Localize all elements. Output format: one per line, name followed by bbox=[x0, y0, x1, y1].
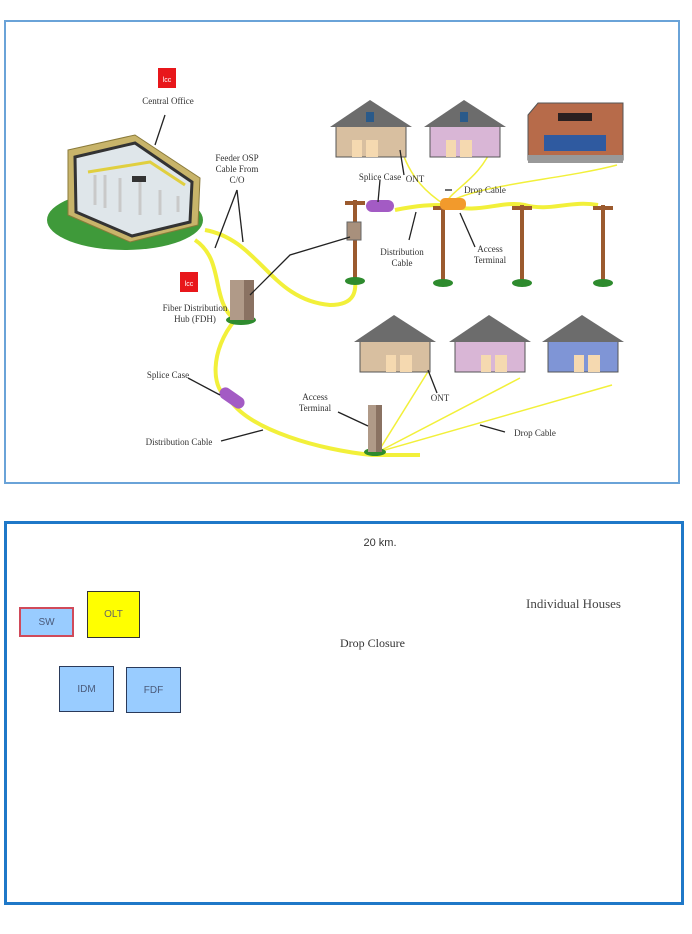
house-blue-lower bbox=[542, 315, 624, 373]
label-access-terminal-upper: Access Terminal bbox=[473, 244, 507, 265]
fiber-distribution-hub bbox=[226, 280, 256, 325]
switch-box: SW bbox=[19, 607, 74, 637]
utility-pole bbox=[433, 205, 453, 287]
pole-terminal-box bbox=[346, 221, 362, 241]
utility-pole bbox=[593, 205, 613, 287]
house-tan-upper bbox=[330, 100, 412, 158]
label-access-terminal-lower: Access Terminal bbox=[298, 392, 332, 413]
callout-arrows bbox=[154, 114, 506, 442]
house-tan-lower bbox=[354, 315, 436, 373]
access-terminal-pedestal bbox=[364, 405, 386, 456]
provider-logo-icon: lcc bbox=[180, 272, 198, 292]
label-feeder-cable: Feeder OSP Cable From C/O bbox=[215, 153, 259, 185]
label-fiber-distribution-hub: Fiber Distribution Hub (FDH) bbox=[162, 303, 228, 324]
distance-label: 20 km. bbox=[363, 537, 397, 549]
svg-text:lcc: lcc bbox=[185, 281, 194, 288]
utility-pole bbox=[345, 200, 365, 285]
ftth-osp-diagram-panel bbox=[4, 20, 680, 484]
pon-network-diagram-panel bbox=[4, 521, 684, 905]
label-distribution-cable-lower: Distribution Cable bbox=[145, 437, 213, 447]
label-ont-upper: ONT bbox=[405, 174, 425, 184]
label-splice-case-lower: Splice Case bbox=[146, 370, 190, 380]
label-ont-lower: ONT bbox=[430, 393, 450, 403]
olt-box: OLT bbox=[87, 591, 140, 638]
label-central-office: Central Office bbox=[142, 96, 194, 106]
access-terminal-aerial bbox=[440, 198, 466, 210]
label-splice-case-upper: Splice Case bbox=[358, 172, 402, 182]
utility-pole bbox=[512, 205, 532, 287]
idm-box: IDM bbox=[59, 666, 114, 712]
splice-case-upper bbox=[366, 200, 394, 212]
brick-building-upper bbox=[527, 102, 624, 163]
central-office-building bbox=[47, 134, 203, 250]
label-individual-houses: Individual Houses bbox=[526, 596, 621, 611]
label-drop-cable-upper: Drop Cable bbox=[464, 185, 506, 195]
house-purple-lower bbox=[449, 315, 531, 373]
provider-logo-icon: lcc bbox=[158, 68, 176, 88]
splice-case-lower bbox=[219, 387, 245, 409]
house-purple-upper bbox=[424, 100, 506, 158]
label-drop-closure: Drop Closure bbox=[340, 636, 405, 650]
label-drop-cable-lower: Drop Cable bbox=[514, 428, 556, 438]
svg-text:lcc: lcc bbox=[163, 77, 172, 84]
label-distribution-cable-upper: Distribution Cable bbox=[380, 247, 424, 268]
fdf-box: FDF bbox=[126, 667, 181, 713]
